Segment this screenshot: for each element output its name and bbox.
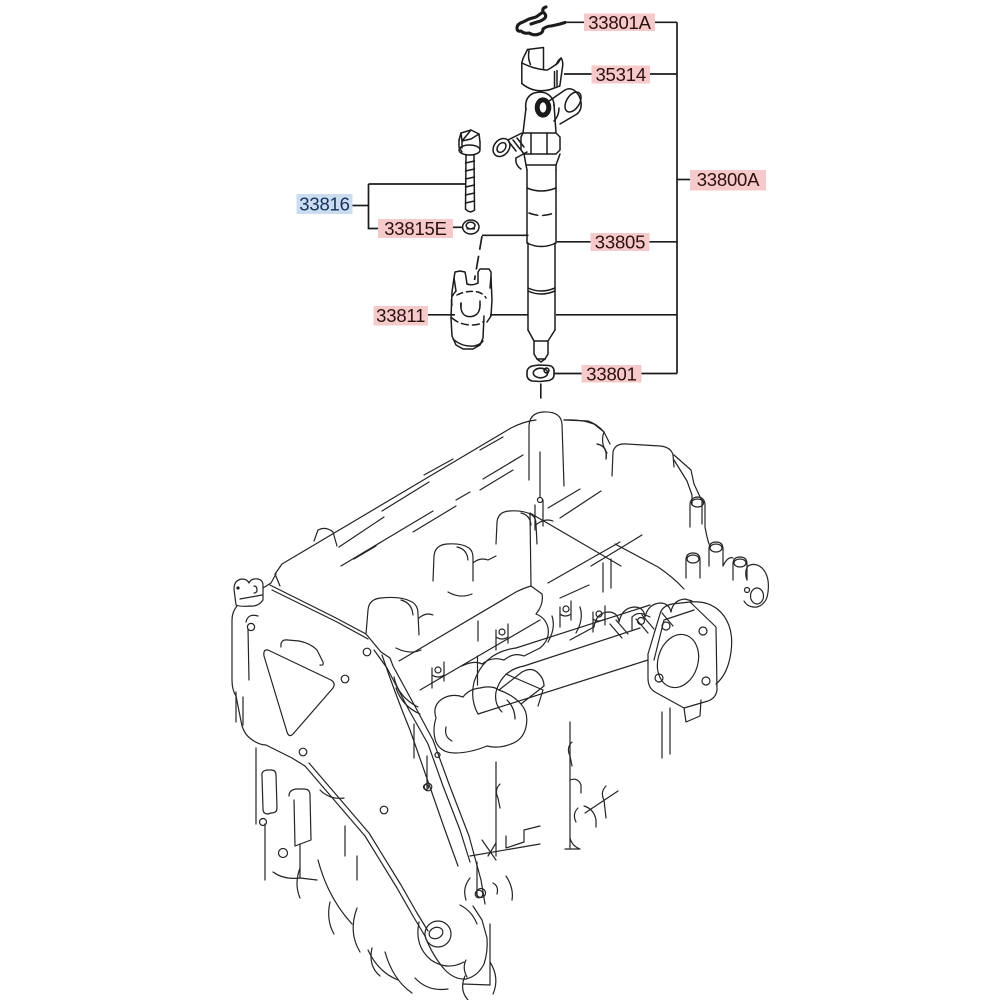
svg-text:33801: 33801 [586,364,636,385]
svg-text:33805: 33805 [595,232,645,253]
svg-text:33801A: 33801A [588,12,651,33]
svg-text:33800A: 33800A [697,169,760,190]
svg-text:33815E: 33815E [384,218,447,239]
svg-text:35314: 35314 [595,64,645,85]
svg-text:33816: 33816 [299,194,349,215]
svg-text:33811: 33811 [376,305,425,326]
